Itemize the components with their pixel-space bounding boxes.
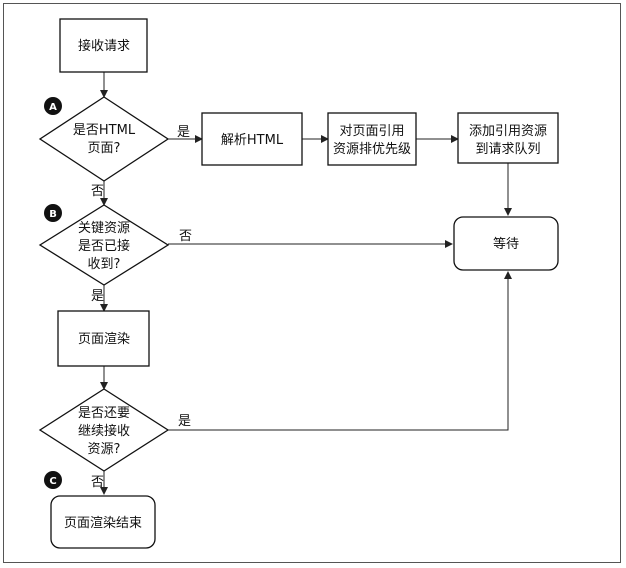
edge-label-html-no: 否 [91,184,104,199]
marker-b: B [44,204,62,222]
node-continue-decision: 是否还要 继续接收 资源? [38,388,170,472]
edge-label-critical-yes: 是 [91,289,104,304]
edge-label-html-yes: 是 [177,125,190,140]
node-continue-label-3: 资源? [88,442,121,457]
node-critical-received-decision: 关键资源 是否已接 收到? [38,204,170,286]
node-wait-label: 等待 [493,236,519,252]
node-parse-html: 解析HTML [201,112,303,166]
node-receive-request: 接收请求 [59,18,148,73]
node-add-queue-label-1: 添加引用资源 [469,124,547,139]
node-is-html-decision: 是否HTML 页面? [38,96,170,182]
node-prioritize-resources: 对页面引用 资源排优先级 [327,112,417,166]
marker-b-label: B [49,209,57,220]
node-prioritize-label-2: 资源排优先级 [333,142,411,157]
node-add-queue-label-2: 到请求队列 [475,142,540,157]
node-render-end-label: 页面渲染结束 [64,516,142,531]
node-critical-label-3: 收到? [88,257,121,272]
node-add-to-queue: 添加引用资源 到请求队列 [457,112,559,164]
node-critical-label-1: 关键资源 [78,221,130,236]
node-continue-label-2: 继续接收 [78,423,130,439]
marker-a-label: A [49,102,57,113]
node-critical-label-2: 是否已接 [78,238,130,254]
marker-c: C [44,471,62,489]
marker-c-label: C [49,476,56,487]
edge-label-continue-no: 否 [91,475,104,490]
node-page-render: 页面渲染 [57,310,150,367]
edge-label-critical-no: 否 [179,229,192,244]
node-parse-html-label: 解析HTML [221,133,284,148]
edge-continue-to-wait [168,271,512,431]
node-render-label: 页面渲染 [78,332,130,347]
diagram-frame [3,3,621,563]
node-is-html-label-2: 页面? [88,141,121,156]
marker-a: A [44,97,62,115]
node-receive-label: 接收请求 [78,38,130,54]
node-prioritize-label-1: 对页面引用 [339,124,404,139]
node-wait: 等待 [453,216,559,271]
node-is-html-label-1: 是否HTML [73,123,136,138]
node-continue-label-1: 是否还要 [78,406,130,421]
edge-label-continue-yes: 是 [178,414,191,429]
node-render-end: 页面渲染结束 [50,495,156,549]
edges [100,72,512,495]
